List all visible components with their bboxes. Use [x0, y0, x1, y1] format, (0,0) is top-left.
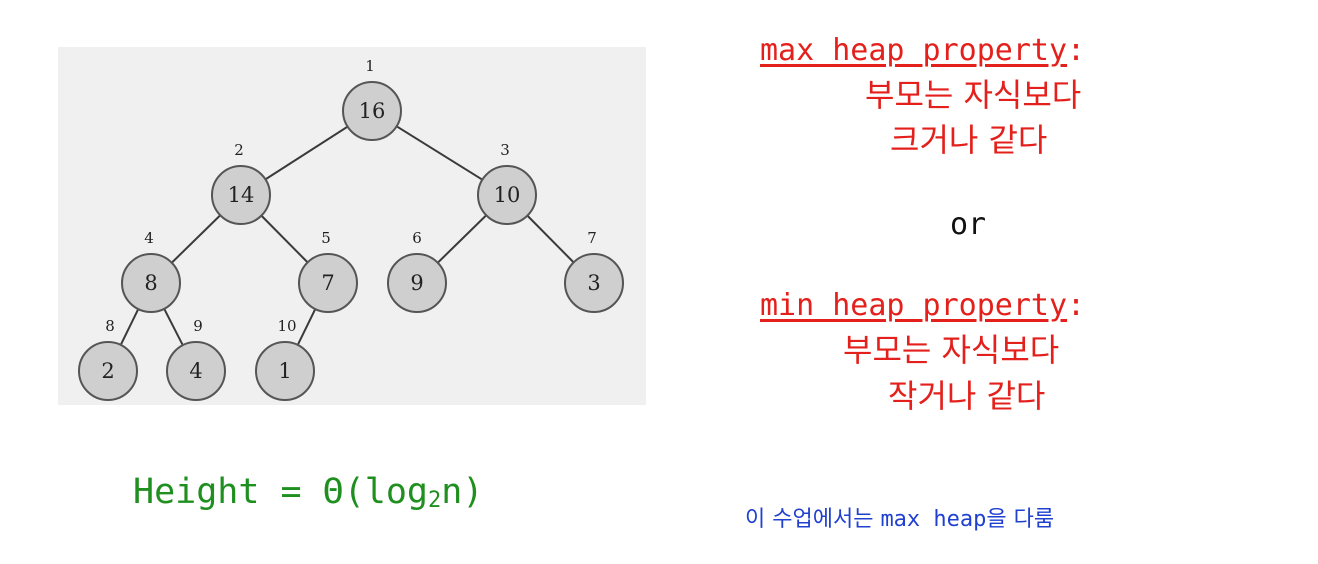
tree-node-circle: [78, 341, 138, 401]
tree-node-index: 8: [105, 317, 115, 335]
max-heap-rule-line-2: 크거나 같다: [890, 121, 1048, 159]
or-separator: or: [950, 207, 987, 242]
tree-node: 75: [298, 229, 358, 313]
tree-node: 14 2: [211, 141, 271, 225]
tree-node-circle: [564, 253, 624, 313]
course-note-before: 이 수업에서는: [745, 507, 881, 532]
tree-node: 84: [121, 229, 181, 313]
tree-node-index: 10: [277, 317, 296, 335]
min-heap-property-title: min heap property:: [760, 288, 1085, 324]
tree-node: 28: [78, 317, 138, 401]
tree-edge-4-8: [119, 308, 140, 346]
tree-node-key: 8: [144, 271, 157, 295]
tree-edge-2-5: [260, 214, 309, 264]
tree-node: 10 3: [477, 141, 537, 225]
tree-edge-1-2: [264, 125, 349, 181]
tree-edge-5-10: [296, 308, 317, 346]
tree-node-key: 14: [228, 183, 255, 207]
tree-node-key: 2: [101, 359, 114, 383]
height-formula-prefix: Height = Θ(log: [133, 472, 429, 512]
tree-edge-3-7: [526, 214, 575, 264]
height-formula-subscript: 2: [428, 488, 442, 513]
tree-node-index: 5: [321, 229, 331, 247]
min-heap-rule-line-1: 부모는 자식보다: [843, 331, 1060, 369]
min-heap-property-colon: :: [1067, 288, 1086, 323]
tree-node-key: 1: [278, 359, 291, 383]
tree-node-index: 4: [144, 229, 154, 247]
tree-node-circle: [387, 253, 447, 313]
tree-node-index: 6: [412, 229, 422, 247]
min-heap-rule-line-2: 작거나 같다: [888, 377, 1046, 415]
min-heap-property-term: min heap property: [760, 288, 1068, 323]
tree-node-circle: [166, 341, 226, 401]
tree-node-key: 9: [410, 271, 423, 295]
tree-node-circle: [298, 253, 358, 313]
tree-node-index: 3: [500, 141, 510, 159]
tree-node-circle: [121, 253, 181, 313]
course-note: 이 수업에서는 max heap을 다룸: [745, 505, 1054, 535]
course-note-after: 을 다룸: [986, 507, 1055, 532]
tree-node-key: 10: [494, 183, 521, 207]
tree-node-circle: [477, 165, 537, 225]
tree-node: 1 10: [255, 317, 315, 401]
course-note-term: max heap: [880, 507, 987, 532]
tree-node-index: 7: [587, 229, 597, 247]
tree-node-index: 9: [193, 317, 203, 335]
tree-node-circle: [211, 165, 271, 225]
max-heap-property-colon: :: [1067, 33, 1086, 68]
tree-node-key: 4: [189, 359, 202, 383]
tree-node-index: 1: [365, 57, 375, 75]
tree-edge-1-3: [396, 125, 483, 181]
tree-edge-2-4: [171, 214, 221, 264]
tree-node-key: 3: [587, 271, 600, 295]
max-heap-rule-line-1: 부모는 자식보다: [865, 76, 1082, 114]
max-heap-property-title: max heap property:: [760, 33, 1085, 69]
max-heap-property-term: max heap property: [760, 33, 1068, 68]
tree-node: 37: [564, 229, 624, 313]
tree-edge-4-9: [163, 308, 184, 346]
tree-node: 49: [166, 317, 226, 401]
tree-node-circle: [255, 341, 315, 401]
tree-edge-3-6: [437, 214, 487, 264]
tree-node-key: 16: [359, 99, 386, 123]
height-formula: Height = Θ(log2n): [133, 472, 483, 513]
tree-node: 96: [387, 229, 447, 313]
tree-node-key: 7: [321, 271, 334, 295]
tree-node: 16 1: [342, 57, 402, 141]
tree-node-index: 2: [234, 141, 244, 159]
height-formula-suffix: n): [441, 472, 484, 512]
tree-node-circle: [342, 81, 402, 141]
